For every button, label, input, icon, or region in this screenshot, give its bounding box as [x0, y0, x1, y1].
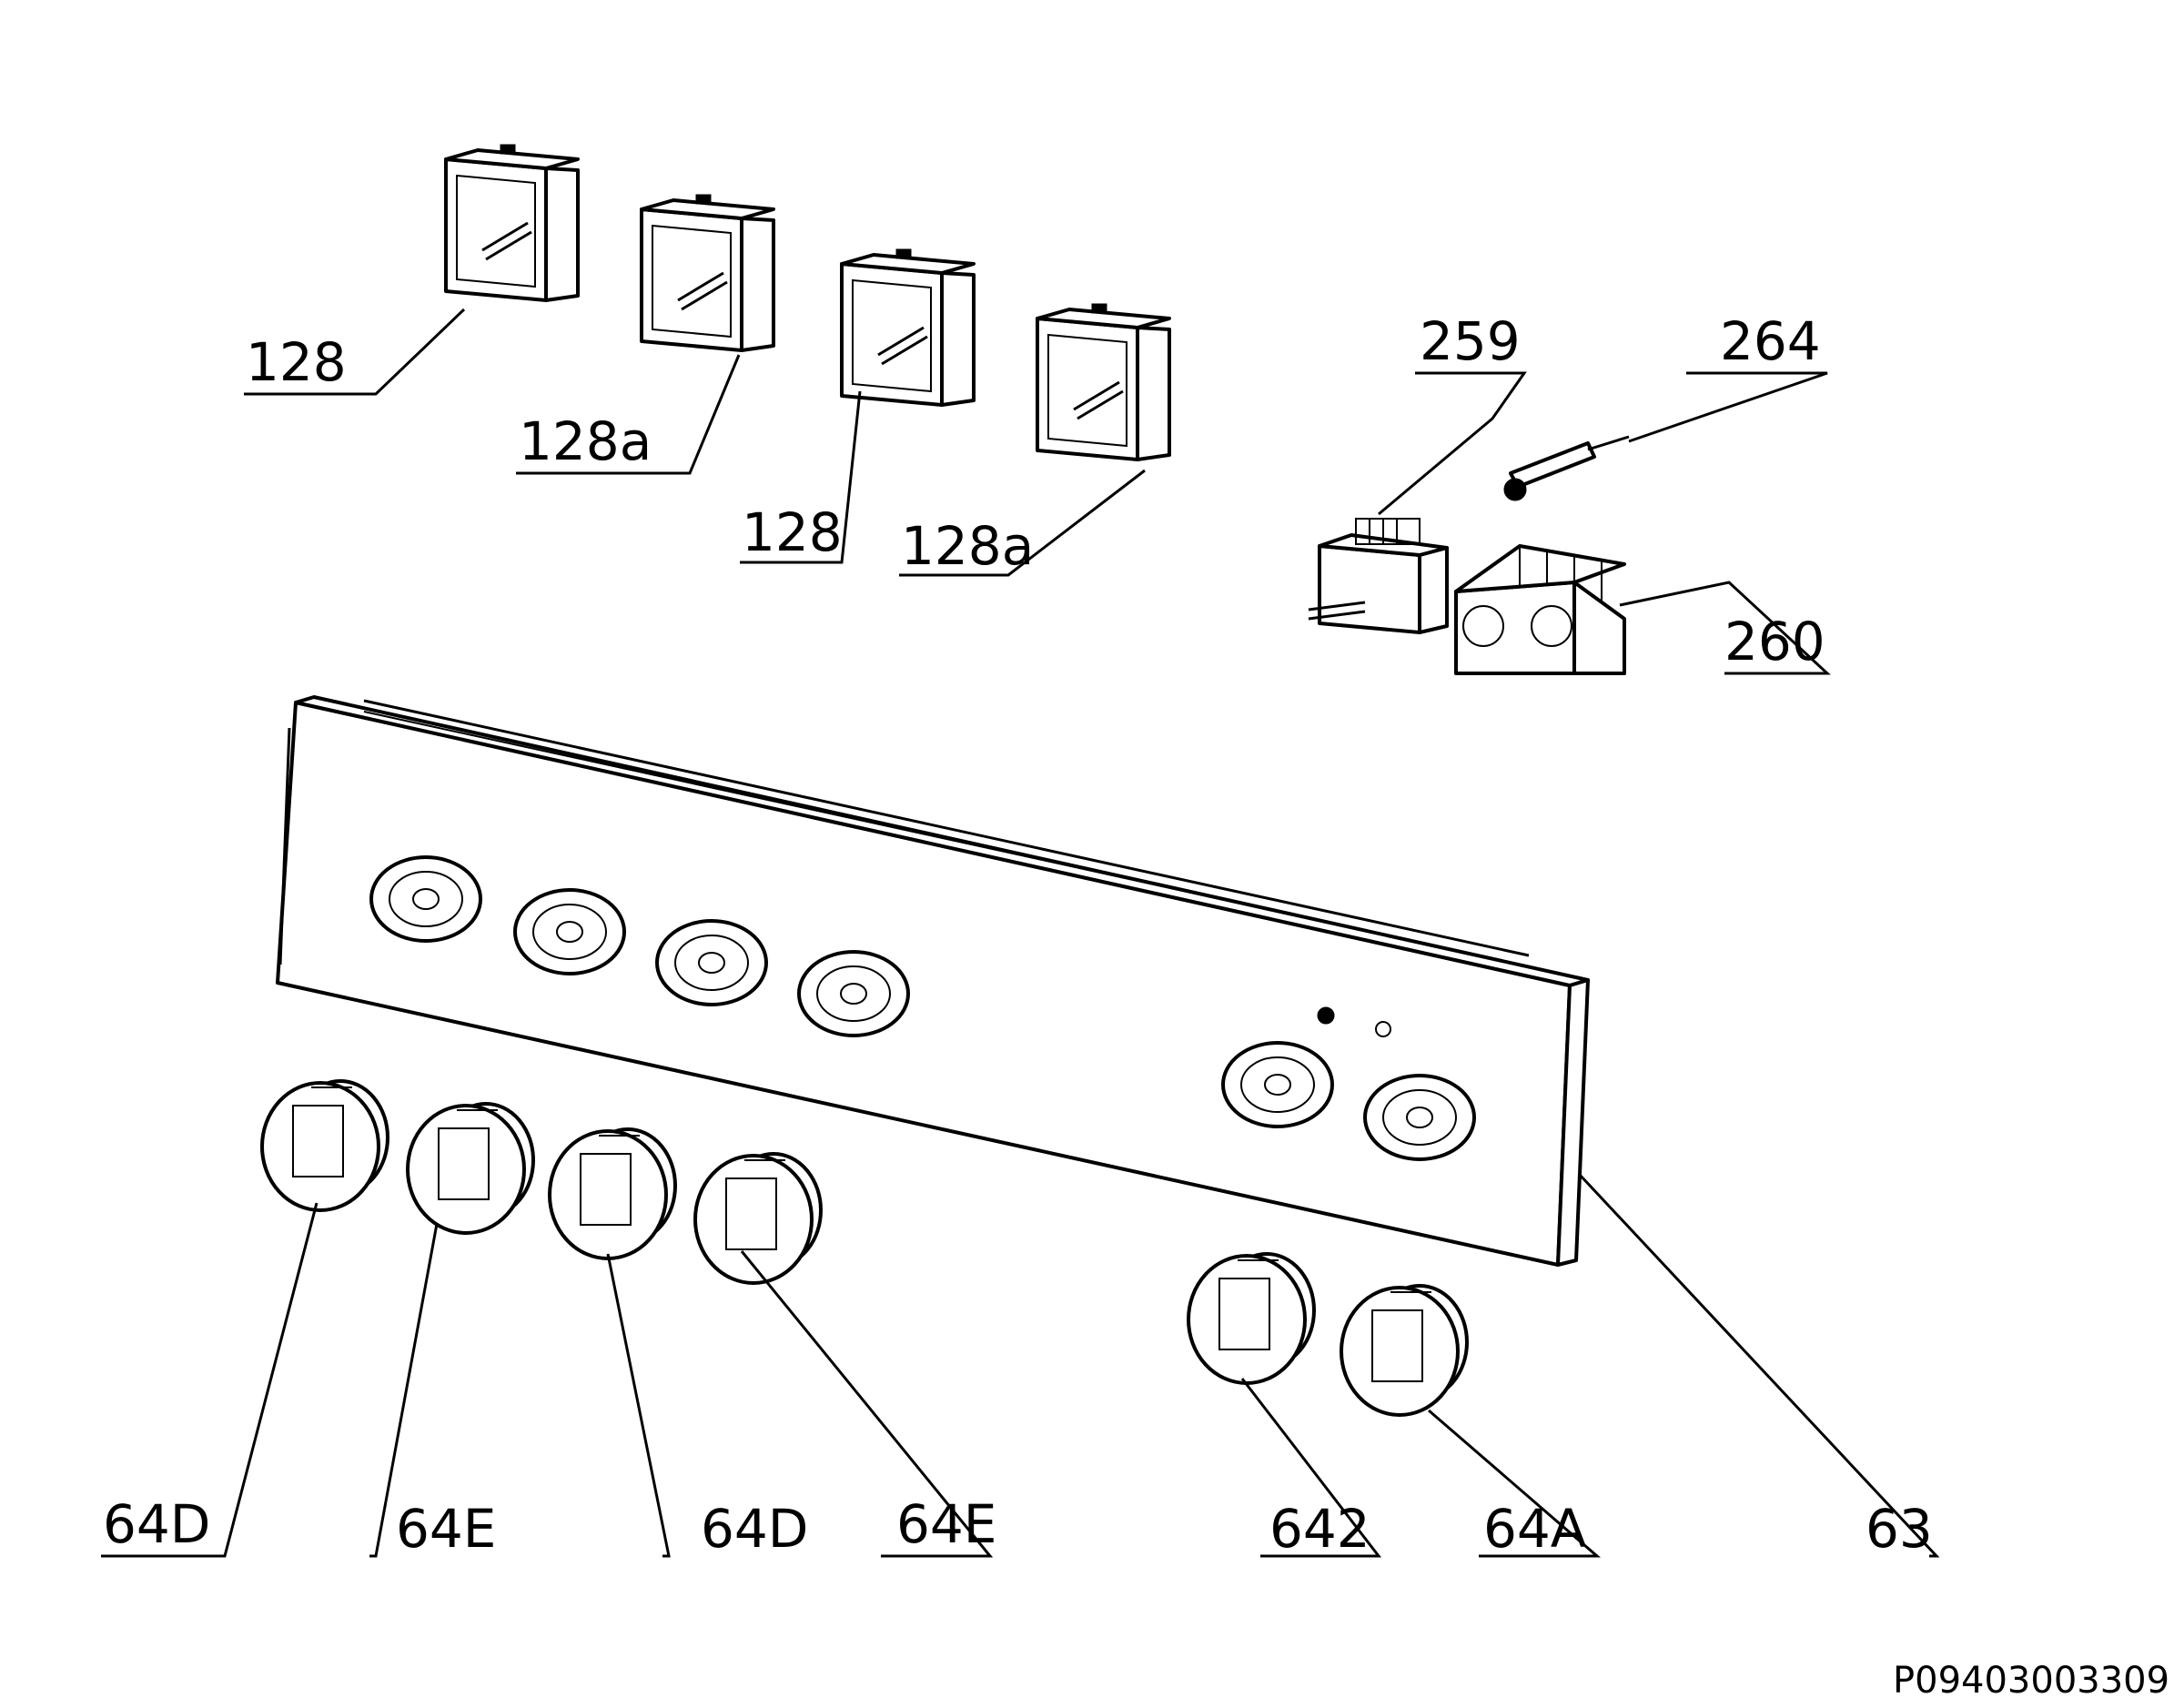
energy-regulator-1 [444, 144, 580, 302]
knob-5 [1187, 1252, 1316, 1385]
panel-knob-hole-2 [513, 888, 626, 975]
control-panel [276, 695, 1590, 1267]
panel-knob-hole-5 [1221, 1041, 1334, 1128]
drawing-code: P09403003309 [1893, 1660, 2169, 1702]
label-knob-64a: 64A [1483, 1498, 1587, 1560]
knob-6 [1340, 1284, 1469, 1417]
selector-switch-259 [1308, 518, 1449, 634]
energy-regulator-2 [640, 194, 775, 352]
panel-indicator-light-1 [1317, 1006, 1335, 1025]
panel-knob-hole-6 [1363, 1074, 1476, 1161]
label-128a-first: 128a [519, 410, 652, 472]
label-128a-second: 128a [901, 515, 1034, 577]
label-knob-64e-first: 64E [396, 1498, 496, 1560]
knob-2 [406, 1102, 535, 1235]
label-264: 264 [1720, 310, 1821, 372]
label-knob-642: 642 [1269, 1498, 1370, 1560]
panel-indicator-light-2 [1375, 1021, 1391, 1037]
part-264 [1503, 435, 1630, 501]
label-knob-64e-second: 64E [896, 1493, 996, 1555]
panel-knob-hole-3 [655, 919, 768, 1006]
label-panel-63: 63 [1866, 1498, 1933, 1560]
selector-switch-260 [1454, 544, 1626, 675]
energy-regulator-3 [840, 248, 976, 407]
panel-knob-hole-1 [369, 855, 482, 943]
leader-lines [101, 308, 1940, 1558]
label-260: 260 [1724, 611, 1825, 672]
label-knob-64d-first: 64D [103, 1493, 210, 1555]
energy-regulator-4 [1036, 303, 1171, 461]
label-128-second: 128 [742, 501, 843, 563]
knob-4 [693, 1152, 823, 1285]
knob-3 [548, 1127, 677, 1260]
knob-1 [260, 1079, 389, 1212]
label-128-first: 128 [246, 331, 347, 393]
label-knob-64d-second: 64D [701, 1498, 808, 1560]
panel-knob-hole-4 [797, 950, 910, 1037]
label-259: 259 [1420, 310, 1521, 372]
